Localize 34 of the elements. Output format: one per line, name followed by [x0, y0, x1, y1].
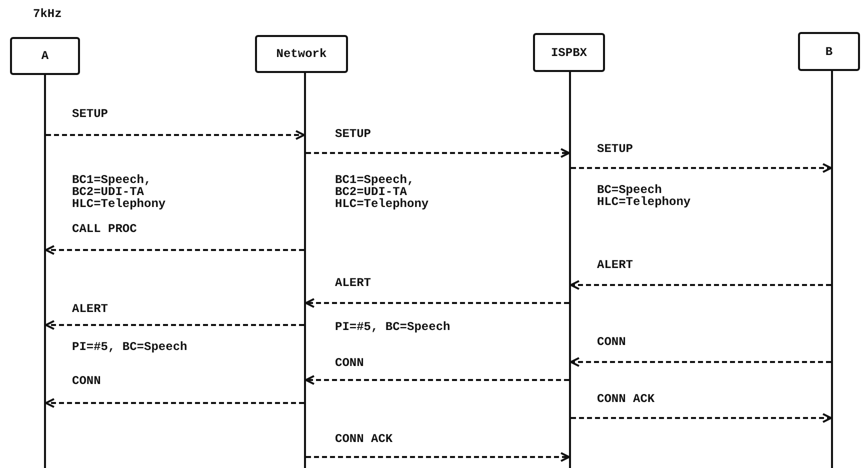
- message-label: ALERT: [335, 277, 372, 289]
- message-arrow: [45, 320, 304, 330]
- participant-box: B: [798, 32, 860, 71]
- message-label: SETUP: [335, 128, 372, 140]
- message-label: CALL PROC: [72, 223, 137, 235]
- message-arrow: [305, 298, 569, 308]
- message-arrow: [570, 357, 831, 367]
- message-arrow: [571, 163, 832, 173]
- message-label: ALERT: [597, 259, 634, 271]
- message-arrow: [305, 375, 569, 385]
- parameter-text: BC1=Speech, BC2=UDI-TA HLC=Telephony: [335, 174, 430, 210]
- message-label: CONN ACK: [597, 393, 655, 405]
- message-label: ALERT: [72, 303, 108, 315]
- message-label: CONN: [335, 357, 364, 369]
- message-arrow: [45, 245, 304, 255]
- parameter-text: PI=#5, BC=Speech: [335, 321, 450, 333]
- message-arrow: [571, 413, 832, 423]
- message-arrow: [306, 452, 570, 462]
- message-arrow: [570, 280, 831, 290]
- parameter-text: PI=#5, BC=Speech: [72, 341, 188, 353]
- message-label: CONN: [72, 375, 101, 387]
- message-label: SETUP: [72, 108, 108, 120]
- message-label: SETUP: [597, 143, 634, 155]
- participant-box: ISPBX: [533, 33, 605, 72]
- message-arrow: [45, 398, 304, 408]
- message-label: CONN ACK: [335, 433, 393, 445]
- message-label: CONN: [597, 336, 626, 348]
- note-text: 7kHz: [33, 8, 62, 20]
- participant-box: Network: [255, 35, 348, 73]
- participant-box: A: [10, 37, 80, 75]
- message-arrow: [306, 148, 570, 158]
- parameter-text: BC=Speech HLC=Telephony: [597, 184, 692, 208]
- message-arrow: [46, 130, 305, 140]
- parameter-text: BC1=Speech, BC2=UDI-TA HLC=Telephony: [72, 174, 167, 210]
